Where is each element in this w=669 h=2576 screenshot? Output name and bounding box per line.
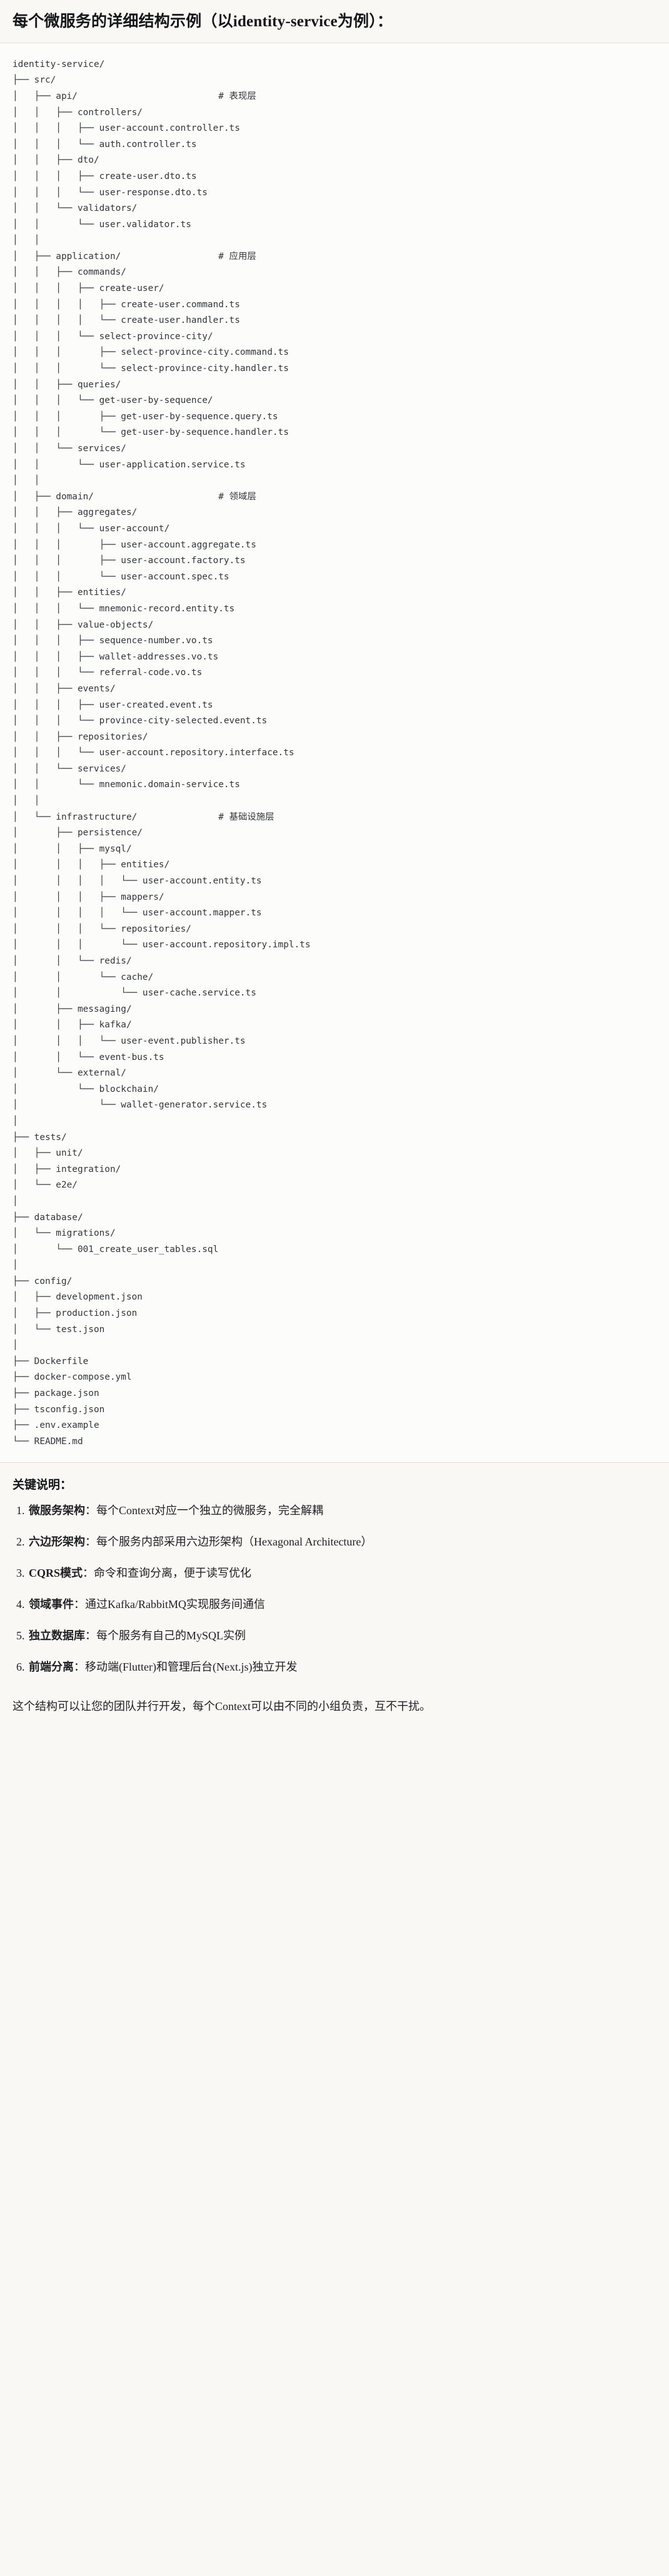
list-item: CQRS模式：命令和查询分离，便于读写优化 xyxy=(28,1565,656,1582)
note-term: 六边形架构 xyxy=(29,1535,85,1549)
list-item: 领域事件：通过Kafka/RabbitMQ实现服务间通信 xyxy=(28,1596,656,1614)
directory-tree-text: identity-service/ ├── src/ │ ├── api/ # … xyxy=(13,59,311,1447)
list-item: 微服务架构：每个Context对应一个独立的微服务，完全解耦 xyxy=(28,1502,656,1520)
note-description: 每个Context对应一个独立的微服务，完全解耦 xyxy=(96,1504,323,1517)
note-separator: ： xyxy=(83,1567,94,1580)
list-item: 六边形架构：每个服务内部采用六边形架构（Hexagonal Architectu… xyxy=(28,1534,656,1551)
note-description: 每个服务有自己的MySQL实例 xyxy=(96,1629,246,1642)
note-separator: ： xyxy=(74,1598,85,1611)
note-description: 通过Kafka/RabbitMQ实现服务间通信 xyxy=(85,1598,265,1611)
note-description: 每个服务内部采用六边形架构（Hexagonal Architecture） xyxy=(96,1535,373,1549)
code-block: identity-service/ ├── src/ │ ├── api/ # … xyxy=(0,43,669,1463)
note-separator: ： xyxy=(85,1629,96,1642)
note-term: 前端分离 xyxy=(29,1660,74,1673)
key-notes-title: 关键说明： xyxy=(13,1479,73,1492)
note-term: 领域事件 xyxy=(29,1598,74,1611)
note-separator: ： xyxy=(85,1535,96,1549)
key-notes-list: 微服务架构：每个Context对应一个独立的微服务，完全解耦 六边形架构：每个服… xyxy=(13,1502,656,1676)
page-title: 每个微服务的详细结构示例（以identity-service为例）： xyxy=(13,13,393,30)
note-separator: ： xyxy=(85,1504,96,1517)
note-term: 微服务架构 xyxy=(29,1504,85,1517)
note-description: 移动端(Flutter)和管理后台(Next.js)独立开发 xyxy=(85,1660,298,1673)
note-term: CQRS模式 xyxy=(29,1567,83,1580)
note-term: 独立数据库 xyxy=(29,1629,85,1642)
document-page: 每个微服务的详细结构示例（以identity-service为例）： ident… xyxy=(0,0,669,1732)
note-description: 命令和查询分离，便于读写优化 xyxy=(94,1567,252,1580)
list-item: 前端分离：移动端(Flutter)和管理后台(Next.js)独立开发 xyxy=(28,1659,656,1676)
code-block-divider xyxy=(0,1462,669,1464)
closing-paragraph: 这个结构可以让您的团队并行开发，每个Context可以由不同的小组负责，互不干扰… xyxy=(0,1697,669,1732)
key-notes-section: 关键说明： 微服务架构：每个Context对应一个独立的微服务，完全解耦 六边形… xyxy=(0,1463,669,1691)
note-separator: ： xyxy=(74,1660,85,1673)
list-item: 独立数据库：每个服务有自己的MySQL实例 xyxy=(28,1627,656,1645)
